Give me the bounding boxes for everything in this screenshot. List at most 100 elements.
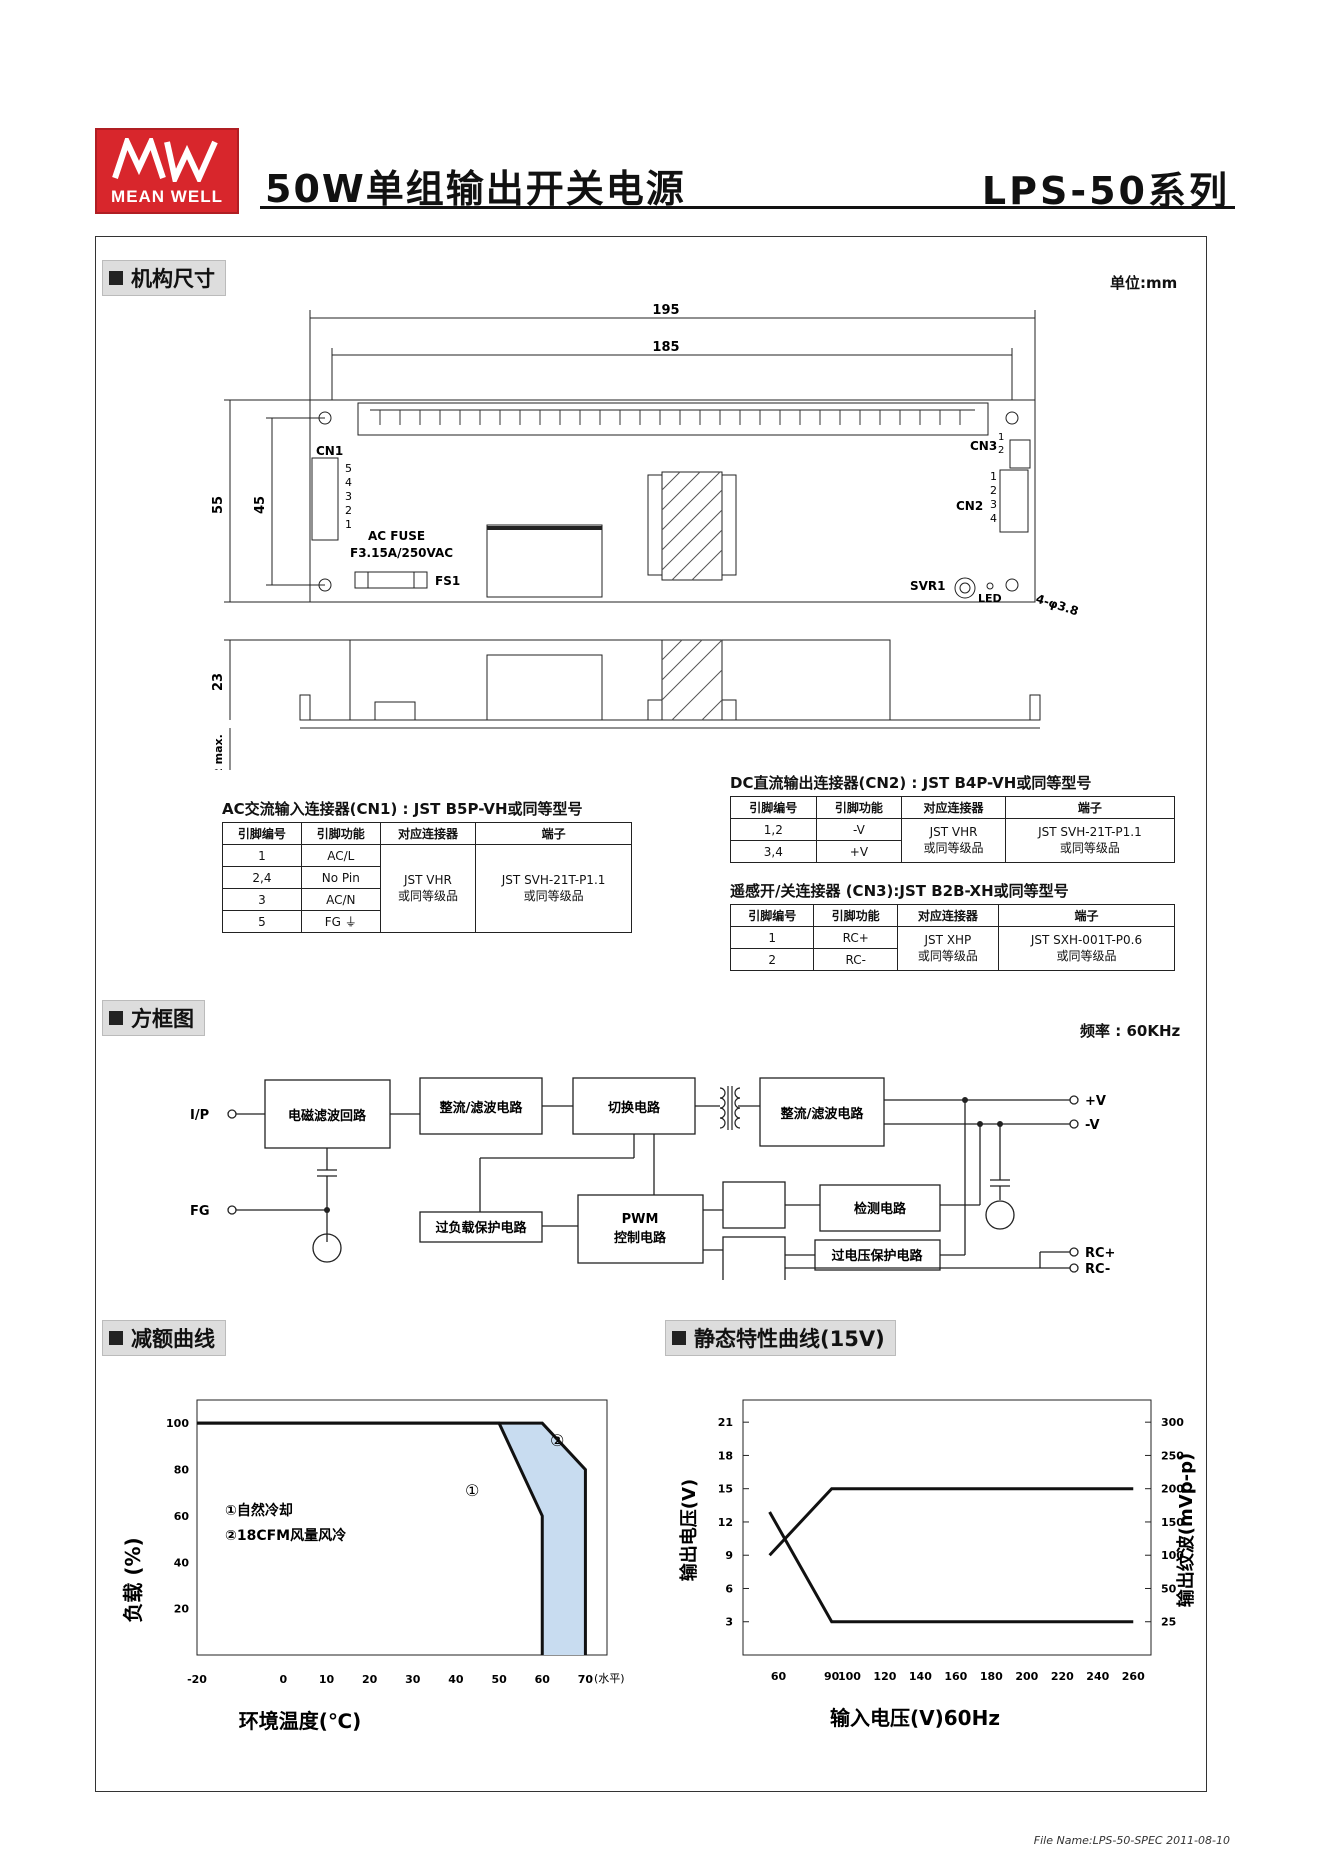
table-header: 引脚编号 (730, 796, 817, 819)
table-header: 引脚编号 (222, 822, 302, 845)
x-tick-label: 40 (448, 1673, 464, 1686)
section-derating: 减额曲线 (102, 1320, 226, 1356)
marker-1-label: ① (465, 1481, 479, 1500)
x-tick-label: 50 (491, 1673, 507, 1686)
section-static: 静态特性曲线(15V) (665, 1320, 896, 1356)
y-right-tick-label: 100 (1161, 1549, 1184, 1562)
frequency-label: 频率 : 60KHz (1080, 1022, 1181, 1040)
static-series-left (768, 1487, 1134, 1557)
page-title: 50W单组输出开关电源 (265, 167, 686, 211)
cn1-pin: 3 (345, 490, 352, 503)
pwm-label: PWM (622, 1212, 659, 1227)
cn1-caption: AC交流输入连接器(CN1) : JST B5P-VH或同等型号 (222, 800, 583, 818)
olp-block: 过负载保护电路 (435, 1220, 527, 1236)
block-diagram: I/P FG 电磁滤波回路 整流/滤波电路 切换电路 整流/滤波电路 过负载保护… (190, 1077, 1115, 1280)
x-tick-label: 90 (824, 1670, 840, 1683)
dim-45: 45 (253, 496, 268, 514)
cn2-pin: 3 (990, 498, 997, 511)
y-right-tick-label: 200 (1161, 1483, 1184, 1496)
dim-195: 195 (652, 303, 679, 318)
y-left-tick-label: 18 (718, 1449, 733, 1462)
mw-logo-icon (112, 138, 218, 182)
dim-23: 23 (211, 673, 226, 691)
rcminus-label: RC- (1085, 1262, 1110, 1277)
y-tick-label: 80 (174, 1464, 190, 1477)
cn3-pin: 2 (998, 445, 1004, 456)
y-axis-label: 负载 (%) (121, 1537, 145, 1622)
x-tick-label: 60 (535, 1673, 551, 1686)
y-left-tick-label: 15 (718, 1483, 733, 1496)
dim-55: 55 (211, 496, 226, 514)
logo-text: MEAN WELL (111, 187, 223, 206)
y-right-tick-label: 50 (1161, 1582, 1177, 1595)
y-right-tick-label: 300 (1161, 1416, 1184, 1429)
fg-label: FG (190, 1204, 210, 1219)
table-header: 对应连接器 (379, 822, 477, 845)
y-tick-label: 20 (174, 1603, 190, 1616)
table-header: 引脚编号 (729, 904, 815, 927)
ip-label: I/P (190, 1108, 209, 1123)
x-tick-label: 160 (944, 1670, 967, 1683)
series-title: LPS-50系列 (981, 169, 1230, 213)
footer-filename: File Name:LPS-50-SPEC 2011-08-10 (1033, 1834, 1230, 1847)
fs1-label: FS1 (435, 574, 460, 588)
led-label: LED (978, 592, 1002, 605)
vminus-label: -V (1085, 1118, 1100, 1133)
y-tick-label: 100 (166, 1417, 189, 1430)
x-tick-label: 140 (909, 1670, 932, 1683)
x-tick-label: 10 (319, 1673, 335, 1686)
pwm-control-label: 控制电路 (614, 1230, 667, 1246)
x-tick-label: -20 (187, 1673, 207, 1686)
cn1-pin: 1 (345, 518, 352, 531)
y-left-tick-label: 6 (725, 1582, 733, 1595)
cn2-pin: 2 (990, 484, 997, 497)
y-left-tick-label: 3 (725, 1616, 733, 1629)
cn3-pin: 1 (998, 432, 1004, 443)
header-rule (260, 206, 1235, 209)
dim-2max: 2 max. (212, 734, 225, 770)
table-header: 端子 (997, 904, 1176, 927)
table-header: 引脚功能 (815, 796, 903, 819)
x-axis-label: 环境温度(℃) (239, 1709, 362, 1733)
y-tick-label: 60 (174, 1510, 190, 1523)
y-right-tick-label: 250 (1161, 1449, 1184, 1462)
table-row: 5 FG ⏚ (222, 910, 632, 933)
legend-natural: ①自然冷却 (225, 1502, 293, 1519)
unit-label: 单位:mm (1110, 274, 1178, 292)
cn3-caption: 遥感开/关连接器 (CN3):JST B2B-XH或同等型号 (730, 882, 1069, 900)
bullet-square-icon (109, 1011, 123, 1025)
table-row: 2 RC- (729, 948, 1175, 971)
section-block-diagram: 方框图 (102, 1000, 205, 1036)
x-tick-label: 60 (771, 1670, 787, 1683)
y-left-tick-label: 21 (718, 1416, 733, 1429)
rectifier-block: 整流/滤波电路 (439, 1100, 524, 1116)
mean-well-logo: MEAN WELL (95, 128, 239, 214)
hole-label: 4-φ3.8 (1034, 592, 1080, 619)
switching-block: 切换电路 (608, 1100, 661, 1116)
x-tick-label: 30 (405, 1673, 421, 1686)
table-row: 3,4 +V (730, 840, 1175, 863)
detection-block: 检测电路 (854, 1201, 907, 1217)
rcplus-label: RC+ (1085, 1246, 1115, 1261)
x-tick-label: 260 (1122, 1670, 1145, 1683)
x-tick-label: 20 (362, 1673, 378, 1686)
derating-fill-area (197, 1423, 586, 1655)
table-header: 端子 (475, 822, 632, 845)
plot-frame (196, 1399, 608, 1656)
table-header: 引脚功能 (300, 822, 381, 845)
table-header: 端子 (1004, 796, 1176, 819)
x-tick-label: 180 (980, 1670, 1003, 1683)
emi-filter-block: 电磁滤波回路 (288, 1108, 367, 1124)
ovp-block: 过电压保护电路 (831, 1248, 923, 1264)
svr1-label: SVR1 (910, 579, 946, 593)
ac-fuse-label: AC FUSE (368, 529, 425, 543)
y-right-tick-label: 25 (1161, 1616, 1176, 1629)
x-tick-label: 200 (1015, 1670, 1038, 1683)
x-axis-label: 输入电压(V)60Hz (830, 1706, 1000, 1730)
